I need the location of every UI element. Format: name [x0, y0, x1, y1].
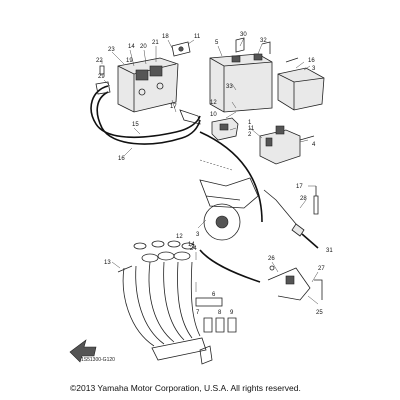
callout-22: 22	[96, 58, 103, 64]
motorcycle-outline	[199, 131, 263, 283]
callout-29: 29	[98, 74, 105, 80]
sensor-bracket	[267, 265, 323, 301]
callout-3-top: 3	[312, 66, 316, 72]
callout-33: 33	[226, 84, 233, 90]
callout-26: 26	[268, 256, 275, 262]
callout-14: 14	[128, 44, 135, 50]
callout-11-top: 11	[194, 34, 201, 40]
drawing-code: 1S51300-G120	[81, 357, 115, 363]
forward-arrow-icon	[69, 339, 97, 363]
callout-11-mid: 11	[248, 126, 255, 132]
callout-2: 2	[248, 132, 252, 138]
callout-18: 18	[162, 34, 169, 40]
callout-15: 15	[132, 122, 139, 128]
callout-20: 20	[140, 44, 147, 50]
callout-16-right: 16	[308, 58, 315, 64]
callout-9: 9	[230, 310, 234, 316]
callout-3-mid: 3	[196, 232, 200, 238]
callout-10: 10	[210, 112, 217, 118]
leader-lines	[101, 37, 319, 305]
callout-27: 27	[318, 266, 325, 272]
battery-cover	[277, 57, 325, 111]
starter-relay	[259, 125, 315, 165]
relay-bracket-assembly	[99, 41, 191, 113]
callout-7: 7	[196, 310, 200, 316]
callout-25: 25	[316, 310, 323, 316]
callout-16-left: 16	[118, 156, 125, 162]
callout-32: 32	[260, 38, 267, 44]
callout-14-gaskets: 14	[188, 242, 195, 248]
fuse-box	[211, 117, 239, 141]
callout-28: 28	[300, 196, 307, 202]
callout-12-gaskets: 12	[176, 234, 183, 240]
callout-30: 30	[240, 32, 247, 38]
callouts: 22 23 14 20 21 18 19 11 29 17 15 16 5 30…	[96, 32, 333, 316]
callout-21: 21	[152, 40, 159, 46]
callout-8: 8	[218, 310, 222, 316]
heat-protectors	[195, 297, 237, 365]
callout-4: 4	[312, 142, 316, 148]
sensor-lead	[263, 186, 319, 249]
callout-12: 12	[210, 100, 217, 106]
callout-6: 6	[212, 292, 216, 298]
callout-17-right: 17	[296, 184, 303, 190]
battery	[209, 37, 273, 113]
callout-5: 5	[215, 40, 219, 46]
callout-17-left: 17	[170, 104, 177, 110]
callout-1: 1	[248, 120, 252, 126]
exhaust-gaskets	[133, 240, 195, 250]
callout-19: 19	[126, 58, 133, 64]
exhaust-headers	[117, 251, 207, 361]
copyright-notice: ©2013 Yamaha Motor Corporation, U.S.A. A…	[70, 383, 301, 393]
callout-24: 24	[190, 246, 197, 252]
callout-23: 23	[108, 47, 115, 53]
battery-cables	[90, 81, 201, 145]
callout-31: 31	[326, 248, 333, 254]
callout-13: 13	[104, 260, 111, 266]
